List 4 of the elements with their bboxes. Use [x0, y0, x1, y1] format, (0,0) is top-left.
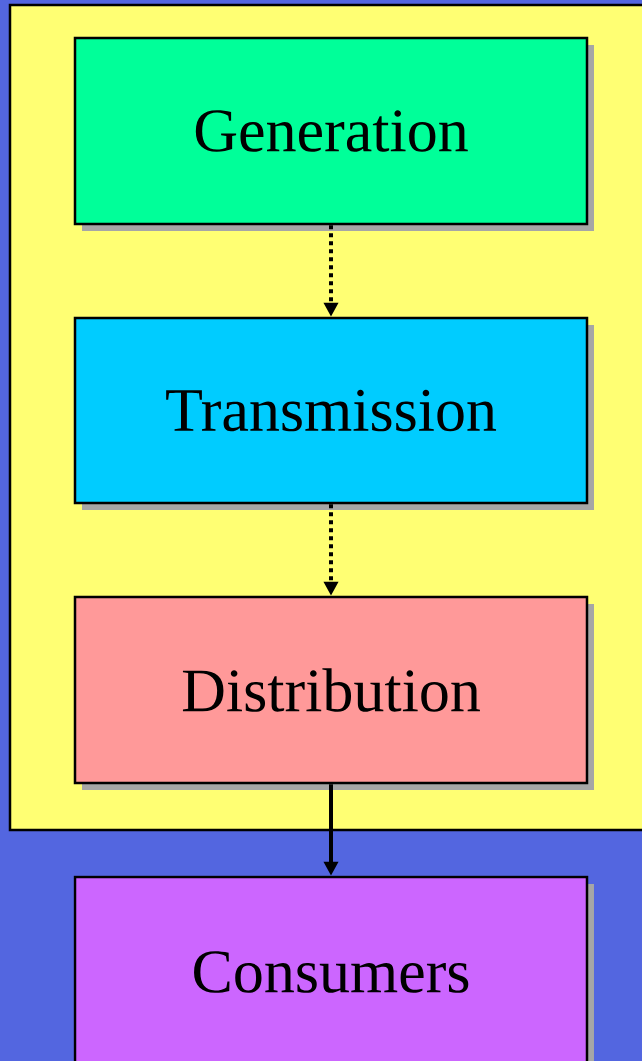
- process-box: Consumers: [73, 875, 594, 1061]
- process-box: Transmission: [73, 316, 594, 510]
- process-box: Distribution: [73, 595, 594, 790]
- process-box: Generation: [73, 36, 594, 231]
